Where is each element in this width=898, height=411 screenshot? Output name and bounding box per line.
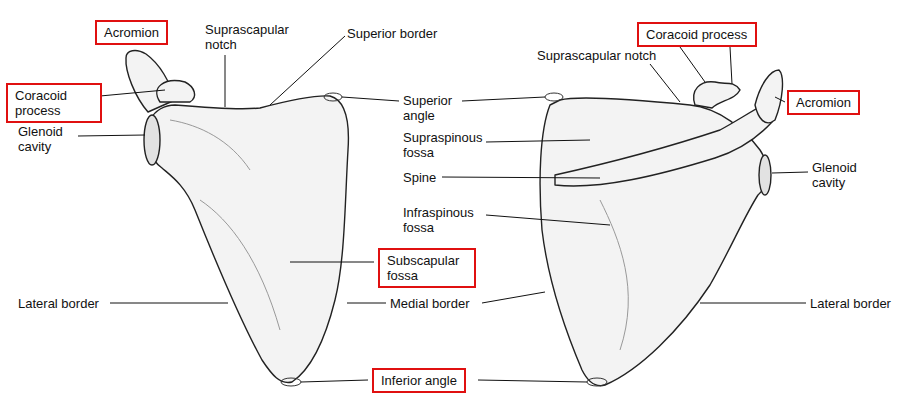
part-label: Glenoid cavity — [18, 124, 78, 154]
part-label: Suprascapular notch — [205, 22, 305, 52]
part-label: Infraspinous fossa — [403, 205, 485, 235]
part-label: Superior border — [347, 26, 437, 41]
part-label: Lateral border — [810, 296, 891, 311]
label-box: Coracoid process — [6, 83, 102, 123]
part-name: Acromion — [104, 25, 159, 40]
label-box: Acromion — [95, 20, 168, 45]
part-name: Inferior angle — [381, 373, 457, 388]
part-name: Subscapular fossa — [387, 253, 467, 283]
part-name: Coracoid process — [646, 27, 748, 42]
part-label: Supraspinous fossa — [403, 130, 485, 160]
label-box: Coracoid process — [637, 22, 757, 47]
part-label: Medial border — [390, 296, 470, 311]
part-label: Lateral border — [18, 296, 99, 311]
label-box: Inferior angle — [372, 368, 466, 393]
label-box: Acromion — [787, 90, 860, 115]
part-name: Acromion — [796, 95, 851, 110]
part-label: Glenoid cavity — [812, 160, 872, 190]
part-name: Coracoid process — [15, 88, 93, 118]
part-label: Suprascapular notch — [537, 48, 656, 63]
part-label: Spine — [403, 170, 436, 185]
part-label: Superior angle — [403, 93, 463, 123]
label-box: Subscapular fossa — [378, 248, 476, 288]
